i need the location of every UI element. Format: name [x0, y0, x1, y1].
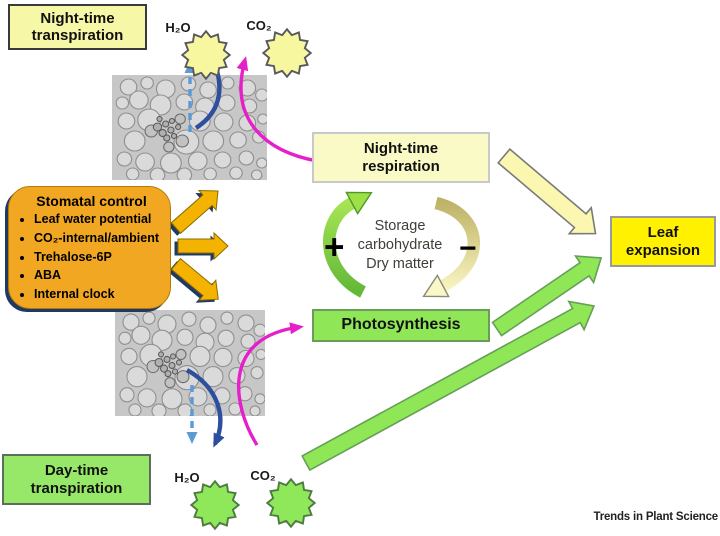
night-transpiration-box: Night-time transpiration — [8, 4, 147, 50]
stomatal-arrow-up — [170, 189, 219, 234]
co2-starburst-day: CO₂ — [235, 447, 291, 503]
co2-starburst-night: CO₂ — [231, 0, 287, 53]
h2o-starburst-day: H₂O — [159, 449, 215, 505]
co2-label: CO₂ — [250, 467, 276, 483]
minus-sign: − — [459, 232, 477, 265]
stomatal-item: Trehalose-6P — [34, 248, 166, 267]
cycle-loss-arrowhead — [422, 274, 450, 298]
stomatal-item: ABA — [34, 266, 166, 285]
h2o-starburst-night: H₂O — [150, 0, 206, 55]
stomatal-item: Internal clock — [34, 285, 166, 304]
respiration-to-expansion-arrow — [497, 148, 597, 235]
h2o-label: H₂O — [165, 19, 191, 35]
plus-sign: + — [324, 228, 345, 267]
leaf-expansion-box: Leaf expansion — [610, 216, 716, 267]
cycle-line: Dry matter — [366, 255, 434, 272]
cycle-line: carbohydrate — [357, 236, 443, 253]
h2o-label: H₂O — [174, 469, 200, 485]
stomatal-item: CO₂-internal/ambient — [34, 229, 166, 248]
stomatal-control-panel: Stomatal control Leaf water potential CO… — [8, 186, 171, 309]
stomatal-arrow-down — [170, 257, 219, 301]
day-co2-uptake-arrow — [237, 322, 304, 446]
storage-cycle-label: Storage carbohydrate Dry matter — [338, 217, 462, 274]
night-respiration-box: Night-time respiration — [312, 132, 490, 183]
co2-label: CO₂ — [246, 17, 272, 33]
daytime-to-expansion-arrow — [301, 300, 596, 472]
photosynthesis-box: Photosynthesis — [312, 309, 490, 342]
cycle-gain-arrowhead — [345, 191, 373, 215]
cycle-gain-arc — [323, 197, 367, 298]
journal-credit: Trends in Plant Science — [593, 511, 719, 523]
cycle-line: Storage — [374, 218, 426, 234]
stomatal-arrow-right — [177, 231, 229, 261]
day-transpiration-box: Day-time transpiration — [2, 454, 151, 505]
stomatal-control-list: Leaf water potential CO₂-internal/ambien… — [17, 210, 166, 304]
cycle-loss-arc — [434, 196, 481, 292]
stomatal-control-title: Stomatal control — [36, 193, 147, 209]
night-co2-release-arrow — [236, 56, 318, 163]
photosynthesis-to-expansion-arrow — [491, 255, 603, 337]
day-h2o-flux-arrow — [185, 368, 225, 448]
stomatal-item: Leaf water potential — [34, 210, 166, 229]
